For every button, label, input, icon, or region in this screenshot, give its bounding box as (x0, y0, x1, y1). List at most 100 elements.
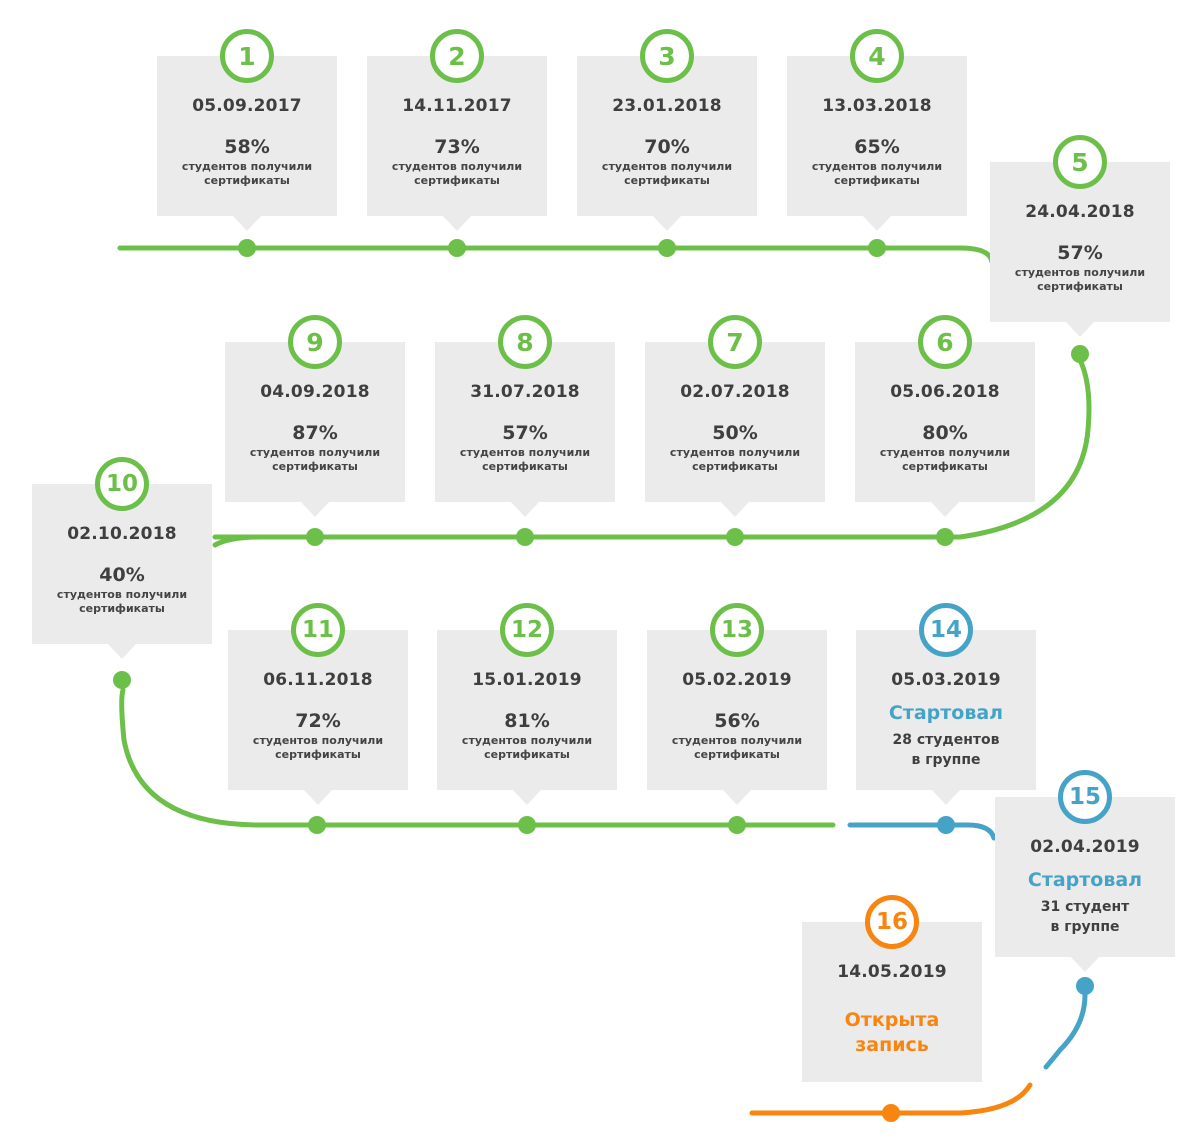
event-description-line2: сертификаты (414, 174, 500, 187)
event-date: 05.03.2019 (891, 670, 1001, 690)
card-pointer (107, 643, 137, 659)
event-number-badge: 3 (640, 29, 694, 83)
event-number-badge: 13 (710, 603, 764, 657)
event-percentage: 57% (1057, 242, 1103, 264)
card-pointer (652, 215, 682, 231)
dot-1 (238, 239, 256, 257)
event-description-line1: студентов получили (811, 160, 943, 173)
track-segment-row2-end (212, 534, 263, 548)
dot-10 (113, 671, 131, 689)
dot-7 (726, 528, 744, 546)
card-pointer (722, 789, 752, 805)
event-date: 05.06.2018 (890, 382, 1000, 402)
dot-2 (448, 239, 466, 257)
event-note-line2: в группе (911, 752, 981, 768)
event-note-line1: 31 студент (1040, 899, 1130, 915)
event-date: 24.04.2018 (1025, 202, 1135, 222)
event-number-badge: 7 (708, 315, 762, 369)
event-description-line2: сертификаты (902, 460, 988, 473)
dot-9 (306, 528, 324, 546)
event-percentage: 87% (292, 422, 338, 444)
event-date: 05.02.2019 (682, 670, 792, 690)
event-note: 31 студент в группе (995, 897, 1175, 937)
event-number-badge: 15 (1058, 770, 1112, 824)
event-description-line1: студентов получили (669, 446, 801, 459)
track-segment-blue (847, 822, 997, 841)
card-pointer (931, 789, 961, 805)
dot-11 (308, 816, 326, 834)
dot-13 (728, 816, 746, 834)
track-segment-curve-left (119, 687, 836, 828)
dot-12 (518, 816, 536, 834)
timeline-dots (113, 239, 1094, 1122)
event-number-badge: 9 (288, 315, 342, 369)
event-description-line1: студентов получили (1014, 266, 1146, 279)
event-date: 31.07.2018 (470, 382, 580, 402)
event-description-line2: сертификаты (204, 174, 290, 187)
dot-4 (868, 239, 886, 257)
event-percentage: 56% (714, 710, 760, 732)
event-description-line2: сертификаты (482, 460, 568, 473)
event-note-line2: в группе (1050, 919, 1120, 935)
event-percentage: 58% (224, 136, 270, 158)
event-description-line1: студентов получили (252, 734, 384, 747)
card-pointer (1070, 956, 1100, 972)
event-description-line1: студентов получили (181, 160, 313, 173)
event-number-badge: 14 (919, 603, 973, 657)
event-description-line2: сертификаты (692, 460, 778, 473)
card-pointer (303, 789, 333, 805)
event-description-line1: студентов получили (461, 734, 593, 747)
event-status: Стартовал (888, 702, 1004, 724)
event-percentage: 72% (295, 710, 341, 732)
event-percentage: 57% (502, 422, 548, 444)
dot-3 (658, 239, 676, 257)
event-date: 04.09.2018 (260, 382, 370, 402)
event-status: Стартовал (1027, 869, 1143, 891)
event-description-line2: сертификаты (694, 748, 780, 761)
event-date: 23.01.2018 (612, 96, 722, 116)
event-description-line2: сертификаты (1037, 280, 1123, 293)
event-date: 02.10.2018 (67, 524, 177, 544)
event-date: 13.03.2018 (822, 96, 932, 116)
event-description-line1: студентов получили (879, 446, 1011, 459)
event-number-badge: 12 (500, 603, 554, 657)
event-date: 02.07.2018 (680, 382, 790, 402)
card-pointer (300, 501, 330, 517)
event-status: Открыта запись (844, 1009, 940, 1056)
event-description-line2: сертификаты (79, 602, 165, 615)
event-description-line1: студентов получили (459, 446, 591, 459)
event-number-badge: 5 (1053, 135, 1107, 189)
dot-6 (936, 528, 954, 546)
event-number-badge: 6 (918, 315, 972, 369)
event-description-line1: студентов получили (671, 734, 803, 747)
event-percentage: 40% (99, 564, 145, 586)
event-number-badge: 10 (95, 457, 149, 511)
card-pointer (862, 215, 892, 231)
event-date: 14.11.2017 (402, 96, 512, 116)
dot-16 (882, 1104, 900, 1122)
event-date: 02.04.2019 (1030, 837, 1140, 857)
event-percentage: 70% (644, 136, 690, 158)
event-number-badge: 8 (498, 315, 552, 369)
track-segment-curve-right1 (212, 357, 1092, 540)
